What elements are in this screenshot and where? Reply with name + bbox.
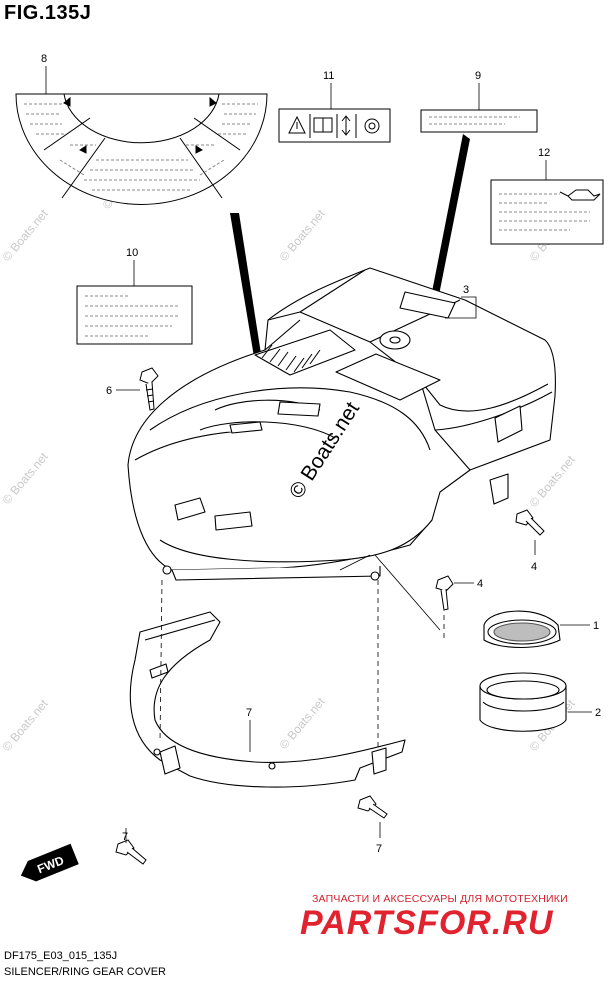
callout-12: 12 — [538, 147, 550, 159]
callout-numbers: 8 11 9 12 10 3 6 4 4 1 2 7 7 7 — [41, 53, 601, 855]
watermark-repeat: © Boats.net — [527, 452, 579, 510]
callout-3: 3 — [463, 284, 469, 296]
part-12-oil-label — [490, 179, 604, 245]
part-6-ring-gear-cover — [129, 611, 406, 788]
dashed-guides — [159, 579, 445, 750]
watermark-repeat: © Boats.net — [0, 696, 51, 754]
watermark-repeat: © Boats.net — [0, 206, 51, 264]
up-down-arrow-icon — [341, 115, 351, 136]
part-8-arc-label — [15, 93, 268, 205]
bolt-part-7-left — [115, 839, 147, 865]
bolt-part-4-upper — [515, 509, 545, 536]
watermark-repeat: © Boats.net — [277, 206, 329, 264]
callout-9: 9 — [475, 70, 481, 82]
shop-banner-logo: PARTSFOR.RU — [300, 904, 554, 942]
part-10-label — [76, 285, 193, 345]
shop-banner-text: ЗАПЧАСТИ И АКСЕССУАРЫ ДЛЯ МОТОТЕХНИКИ — [312, 893, 568, 905]
figure-title: FIG.135J — [4, 2, 92, 24]
warning-triangle-icon — [288, 115, 306, 134]
part-11-icon-label — [278, 108, 391, 143]
callout-5: 6 — [106, 385, 112, 397]
callout-4-lower: 4 — [477, 578, 483, 590]
callout-10: 10 — [126, 247, 138, 259]
callout-6: 7 — [246, 707, 252, 719]
figure-caption: SILENCER/RING GEAR COVER — [4, 966, 166, 978]
callout-11: 11 — [323, 70, 334, 82]
callout-4-upper: 4 — [531, 561, 537, 573]
callout-7-right: 7 — [376, 843, 382, 855]
pointer-wedge-left — [230, 213, 266, 387]
bolt-part-7-right — [357, 795, 388, 819]
pointer-wedge-right — [430, 134, 470, 305]
bolts — [115, 367, 545, 865]
part-1-grille — [483, 610, 561, 649]
part-9-label — [420, 109, 538, 133]
part-2-grommet — [479, 672, 567, 732]
fuel-cap-icon — [364, 118, 380, 134]
callout-8: 8 — [41, 53, 47, 65]
bolt-part-4-lower — [435, 575, 454, 611]
oil-can-icon — [559, 189, 601, 201]
watermark-repeat: © Boats.net — [277, 694, 329, 752]
watermark-repeat: © Boats.net — [0, 449, 51, 507]
part-3-silencer-cover — [127, 267, 556, 581]
bolt-part-5 — [139, 367, 159, 411]
leader-lines — [45, 66, 592, 843]
callout-1: 1 — [593, 620, 599, 632]
callout-2: 2 — [595, 707, 601, 719]
fwd-arrow: FWD — [20, 843, 79, 882]
callout-7-left: 7 — [122, 831, 128, 843]
figure-code: DF175_E03_015_135J — [4, 950, 118, 962]
